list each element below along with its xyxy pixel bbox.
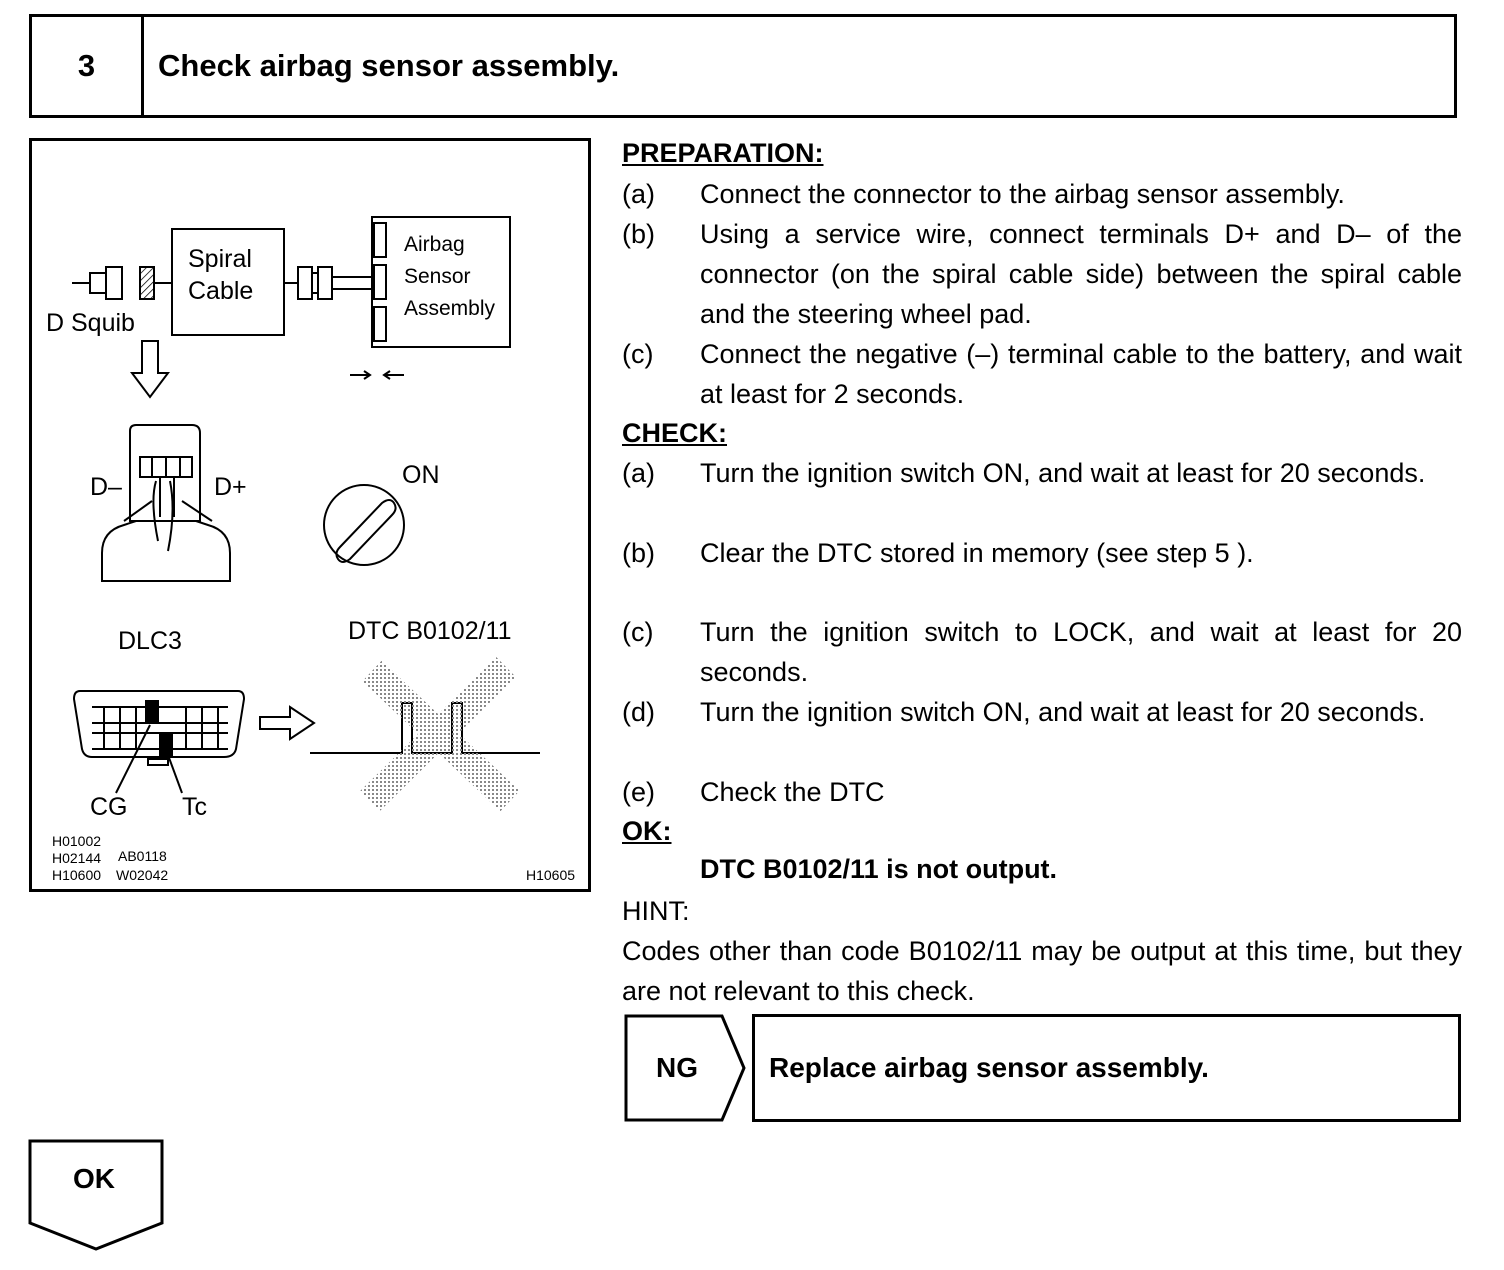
ng-action-box: Replace airbag sensor assembly. (752, 1014, 1461, 1122)
label-spiral: Spiral (188, 245, 252, 273)
label-tc: Tc (182, 793, 207, 821)
label-on: ON (402, 461, 440, 489)
label-d-minus: D– (90, 473, 122, 501)
label-sensor: Sensor (404, 265, 471, 288)
ok-tag: OK (28, 1139, 166, 1251)
ng-tag: NG (624, 1014, 748, 1122)
ng-action: Replace airbag sensor assembly. (769, 1052, 1209, 1083)
ng-arrow-shape (624, 1014, 746, 1122)
code-h10605: H10605 (526, 867, 576, 883)
preparation-heading: PREPARATION: (622, 138, 824, 168)
step-header: 3 Check airbag sensor assembly. (29, 14, 1457, 118)
step-number: 3 (32, 17, 144, 115)
ok-result: DTC B0102/11 is not output. (700, 854, 1058, 884)
check-heading: CHECK: (622, 418, 727, 448)
prep-item-a: (a) Connect the connector to the airbag … (622, 174, 1462, 214)
item-letter: (c) (622, 339, 654, 369)
ok-arrow-shape (28, 1139, 164, 1251)
item-text: Check the DTC (700, 777, 885, 807)
code-ab0118: AB0118 (118, 848, 167, 864)
item-text: Turn the ignition switch to LOCK, and wa… (700, 617, 1462, 687)
item-text: Turn the ignition switch ON, and wait at… (700, 697, 1426, 727)
item-letter: (a) (622, 179, 655, 209)
prep-item-b: (b) Using a service wire, connect termin… (622, 214, 1462, 334)
code-h10600: H10600 (52, 867, 102, 883)
check-item-b: (b) Clear the DTC stored in memory (see … (622, 533, 1462, 573)
label-assembly: Assembly (404, 297, 496, 320)
label-cg: CG (90, 793, 128, 821)
label-dtc: DTC B0102/11 (348, 617, 512, 645)
item-text: Using a service wire, connect terminals … (700, 219, 1462, 329)
item-text: Turn the ignition switch ON, and wait at… (700, 458, 1426, 488)
check-item-d: (d) Turn the ignition switch ON, and wai… (622, 692, 1462, 772)
check-item-a: (a) Turn the ignition switch ON, and wai… (622, 453, 1462, 533)
code-h01002: H01002 (52, 833, 102, 849)
label-d-plus: D+ (214, 473, 247, 501)
item-letter: (a) (622, 458, 655, 488)
diagram-figure: Spiral Cable Airbag Sensor Assembly D Sq… (29, 138, 591, 892)
code-h02144: H02144 (52, 850, 102, 866)
step-title: Check airbag sensor assembly. (158, 48, 620, 83)
ok-label: OK (73, 1163, 115, 1194)
hint-text: Codes other than code B0102/11 may be ou… (622, 936, 1462, 1006)
label-cable: Cable (188, 277, 254, 305)
prep-item-c: (c) Connect the negative (–) terminal ca… (622, 334, 1462, 414)
cross-out-mark (360, 657, 520, 812)
code-w02042: W02042 (116, 867, 169, 883)
check-item-c: (c) Turn the ignition switch to LOCK, an… (622, 612, 1462, 692)
hint-label: HINT: (622, 896, 690, 926)
check-item-e: (e) Check the DTC (622, 772, 1462, 812)
diagram-drawing (72, 216, 540, 812)
ng-label: NG (656, 1052, 698, 1083)
item-letter: (c) (622, 617, 654, 647)
label-dlc3: DLC3 (118, 627, 182, 655)
item-letter: (d) (622, 697, 655, 727)
ok-heading: OK: (622, 816, 672, 846)
item-letter: (e) (622, 777, 655, 807)
item-text: Clear the DTC stored in memory (see step… (700, 538, 1254, 568)
item-letter: (b) (622, 219, 655, 249)
label-airbag: Airbag (404, 233, 465, 256)
item-text: Connect the negative (–) terminal cable … (700, 339, 1462, 409)
label-d-squib: D Squib (46, 309, 135, 337)
item-letter: (b) (622, 538, 655, 568)
item-text: Connect the connector to the airbag sens… (700, 179, 1345, 209)
